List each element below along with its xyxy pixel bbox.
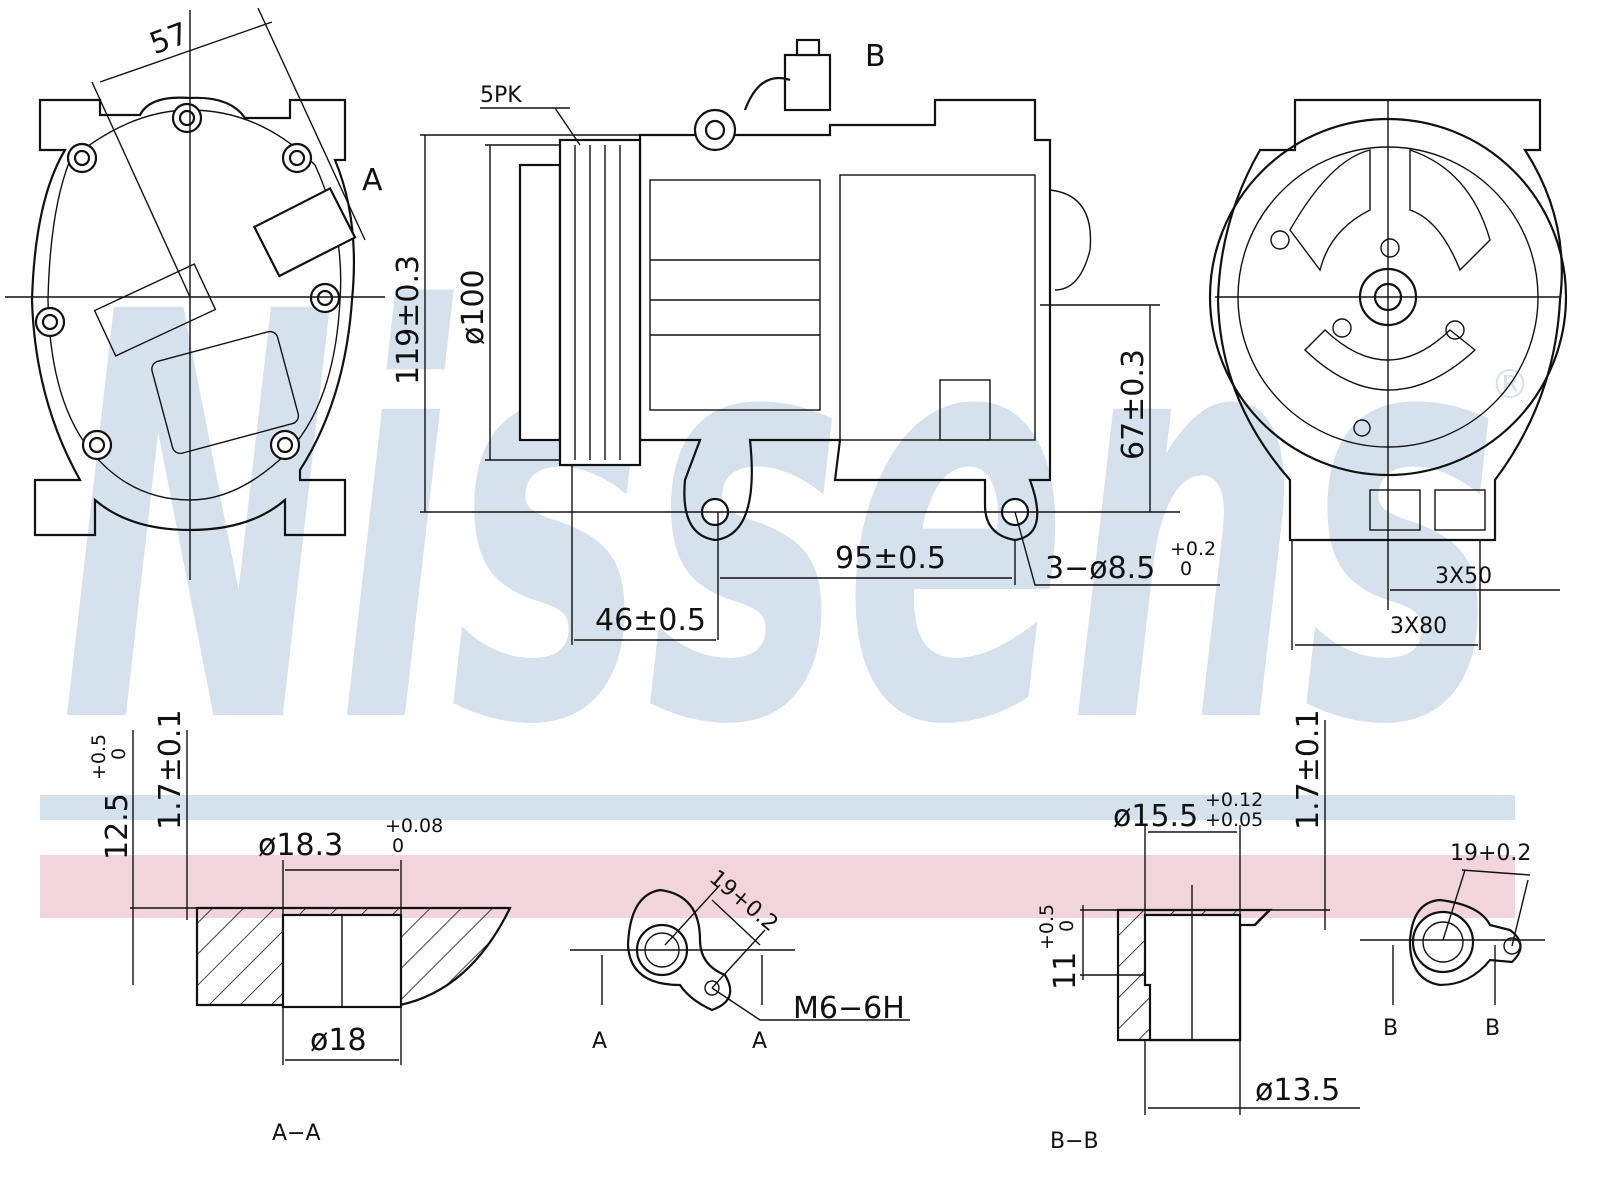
aa-bore-tol-upper: +0.08 xyxy=(385,815,443,837)
aa-depth-tol-lower: 0 xyxy=(108,748,130,760)
pulley-diameter: ø100 xyxy=(456,269,491,345)
port-b-marker-left: B xyxy=(1383,1016,1398,1041)
rear-view: 3X50 3X80 xyxy=(1208,98,1568,650)
aa-chamfer: 1.7±0.1 xyxy=(153,709,188,830)
port-b-marker-right: B xyxy=(1485,1016,1500,1041)
front-view: 57 A xyxy=(5,7,385,580)
watermark: Nissens ® xyxy=(40,196,1530,918)
holes-tol-lower: 0 xyxy=(1180,558,1192,580)
port-b-spacing: 19+0.2 xyxy=(1450,841,1531,866)
section-aa: 12.5 +0.5 0 1.7±0.1 ø18.3 +0.08 0 ø18 A−… xyxy=(88,709,512,1146)
bb-bore-tol-lower: +0.05 xyxy=(1205,809,1263,831)
aa-depth: 12.5 xyxy=(100,793,135,860)
watermark-band-blue xyxy=(40,795,1515,820)
mount-spacing-dimension: 95±0.5 xyxy=(835,541,946,576)
belt-label: 5PK xyxy=(480,83,522,108)
aa-inner: ø18 xyxy=(310,1023,367,1058)
port-a-marker-right: A xyxy=(752,1029,767,1054)
mount-height-dimension: 67±0.3 xyxy=(1116,349,1151,460)
port-b-view: 19+0.2 B B xyxy=(1360,841,1545,1041)
side-view: B 5PK 119±0.3 ø100 67±0.3 95±0.5 46±0.5 … xyxy=(391,38,1220,645)
dimension-3x80: 3X80 xyxy=(1390,614,1447,639)
bb-depth-tol-lower: 0 xyxy=(1056,920,1078,932)
port-a-thread: M6−6H xyxy=(793,991,905,1026)
watermark-logo: Nissens xyxy=(60,196,1500,848)
bb-inner: ø13.5 xyxy=(1255,1073,1340,1108)
dimension-3x50: 3X50 xyxy=(1435,564,1492,589)
port-a-marker-left: A xyxy=(592,1029,607,1054)
bb-bore: ø15.5 xyxy=(1113,799,1198,834)
height-dimension: 119±0.3 xyxy=(391,255,426,385)
section-bb-title: B−B xyxy=(1050,1129,1099,1154)
aa-depth-tol-upper: +0.5 xyxy=(88,734,110,780)
connector-marker-b: B xyxy=(865,39,886,74)
bb-bore-tol-upper: +0.12 xyxy=(1205,789,1263,811)
bb-chamfer: 1.7±0.1 xyxy=(1291,709,1326,830)
section-aa-title: A−A xyxy=(272,1121,321,1146)
aa-bore: ø18.3 xyxy=(258,828,343,863)
aa-bore-tol-lower: 0 xyxy=(392,835,404,857)
bb-depth: 11 xyxy=(1048,952,1083,990)
bb-depth-tol-upper: +0.5 xyxy=(1036,904,1058,950)
pulley-offset-dimension: 46±0.5 xyxy=(595,603,706,638)
angle-dimension: 57 xyxy=(145,16,193,62)
holes-tol-upper: +0.2 xyxy=(1170,538,1216,560)
section-bb: 11 +0.5 0 1.7±0.1 ø15.5 +0.12 +0.05 ø13.… xyxy=(1036,709,1360,1154)
section-marker-a: A xyxy=(362,163,383,198)
holes-dimension: 3−ø8.5 xyxy=(1045,551,1155,586)
